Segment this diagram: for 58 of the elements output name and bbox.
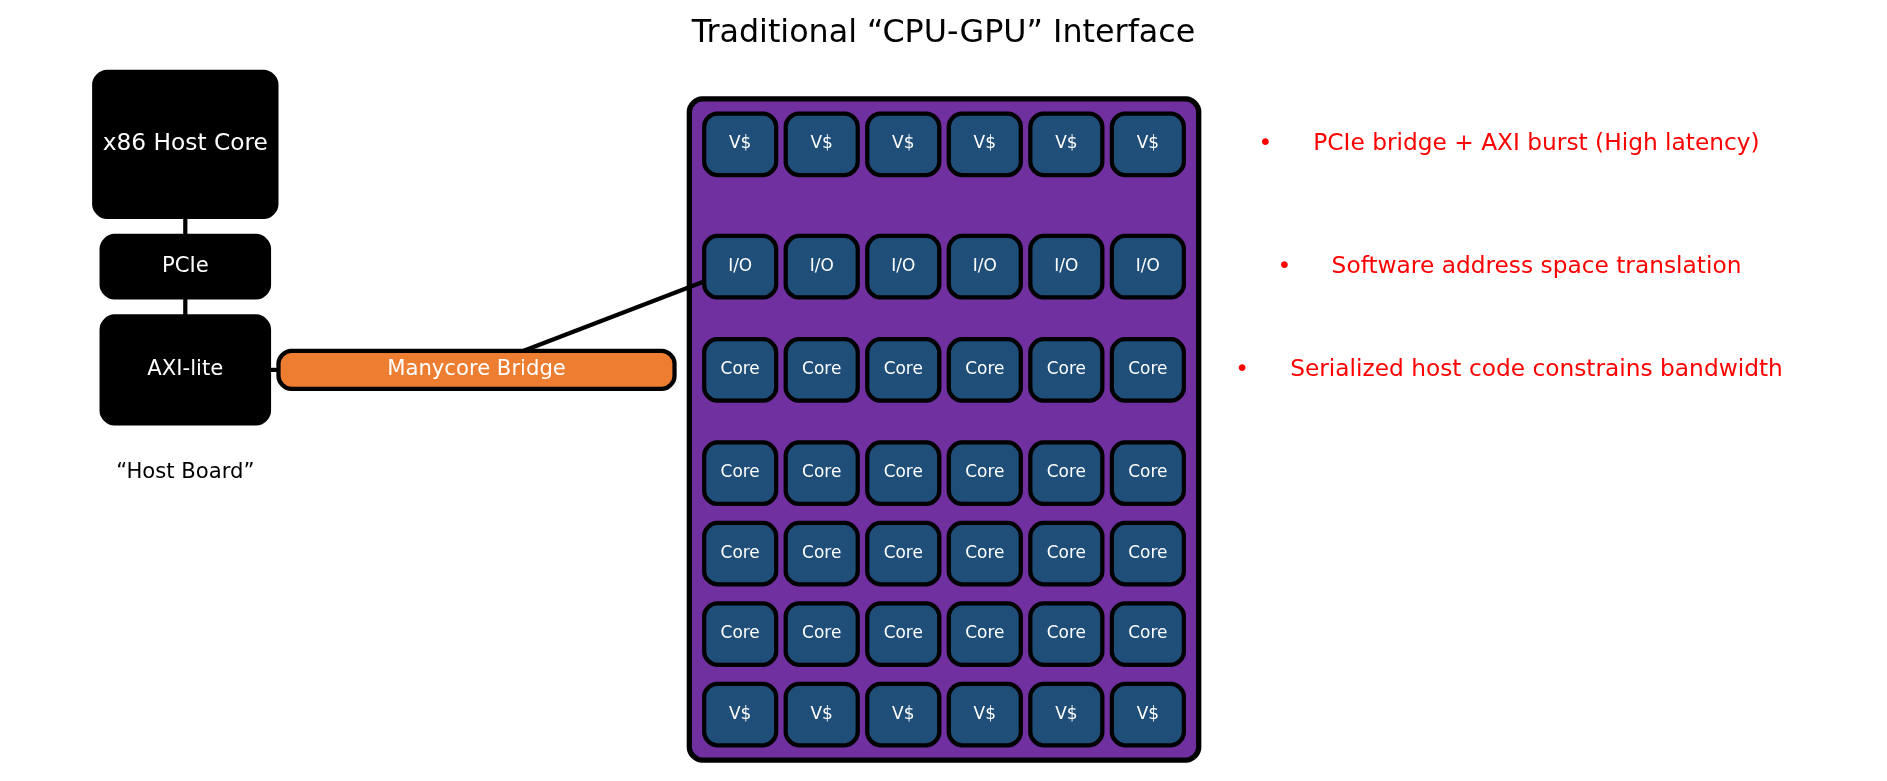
label: PCIe bridge + AXI burst (High latency) <box>1313 128 1760 156</box>
node-box: Core <box>1028 601 1105 667</box>
node-box: I/O <box>1028 233 1105 300</box>
node-box: Core <box>1109 601 1186 667</box>
label: • <box>1277 250 1292 278</box>
node-box: Core <box>1028 337 1105 403</box>
node-box: V$ <box>946 681 1023 748</box>
node-box: Core <box>865 520 942 587</box>
node-box: I/O <box>702 233 779 300</box>
connector <box>183 217 188 236</box>
node-box: Core <box>1028 520 1105 587</box>
node-box: AXI-lite <box>99 314 272 426</box>
node-box: Core <box>946 337 1023 403</box>
node-box: V$ <box>783 111 860 178</box>
node-box: Core <box>702 520 779 587</box>
node-box: I/O <box>1109 233 1186 300</box>
node-box: Core <box>783 601 860 667</box>
node-box: V$ <box>1109 111 1186 178</box>
node-box: PCIe <box>99 233 272 300</box>
node-box: Core <box>702 440 779 506</box>
label: Serialized host code constrains bandwidth <box>1290 353 1783 381</box>
node-box: Core <box>783 337 860 403</box>
node-box: Core <box>865 440 942 506</box>
node-box: Core <box>1109 337 1186 403</box>
node-label: “Host Board” <box>116 458 255 484</box>
connector <box>183 297 188 317</box>
node-box: V$ <box>783 681 860 748</box>
node-box: Core <box>865 337 942 403</box>
cluster <box>686 96 1202 763</box>
node-box: Core <box>1109 440 1186 506</box>
node-box: I/O <box>783 233 860 300</box>
node-box: I/O <box>865 233 942 300</box>
label: • <box>1258 128 1273 156</box>
node-box: I/O <box>946 233 1023 300</box>
node-box: V$ <box>1028 111 1105 178</box>
node-box: Core <box>783 520 860 587</box>
node-box: Core <box>865 601 942 667</box>
node-box: Core <box>702 601 779 667</box>
node-box: Core <box>1109 520 1186 587</box>
node-box: Core <box>783 440 860 506</box>
diagram-title: Traditional “CPU-GPU” Interface <box>691 13 1196 50</box>
node-box: V$ <box>865 681 942 748</box>
node-box: V$ <box>865 111 942 178</box>
node-box: V$ <box>1109 681 1186 748</box>
node-box: V$ <box>1028 681 1105 748</box>
node-box: V$ <box>702 681 779 748</box>
node-box: Manycore Bridge <box>276 348 677 392</box>
node-box: Core <box>946 601 1023 667</box>
connector <box>269 367 279 372</box>
node-box: Core <box>702 337 779 403</box>
node-box: V$ <box>702 111 779 178</box>
node-box: V$ <box>946 111 1023 178</box>
label: • <box>1235 353 1249 381</box>
node-box: x86 Host Core <box>92 69 279 219</box>
node-box: Core <box>1028 440 1105 506</box>
node-box: Core <box>946 440 1023 506</box>
node-box: Core <box>946 520 1023 587</box>
label: Software address space translation <box>1331 250 1742 278</box>
